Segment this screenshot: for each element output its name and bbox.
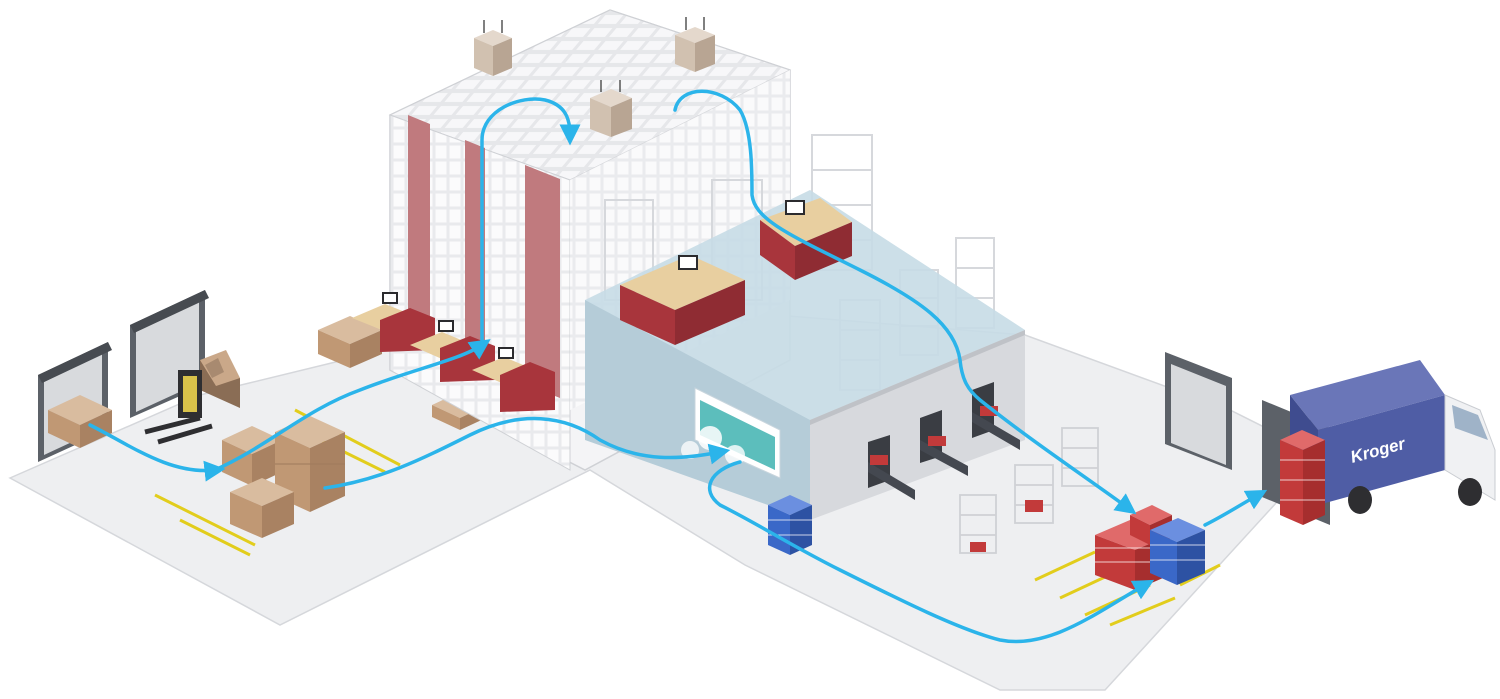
tote-stack-blue-outbound <box>1150 518 1205 585</box>
conveyor <box>920 410 968 476</box>
wire-cart <box>1061 427 1099 487</box>
flow-arrows <box>88 89 1268 644</box>
dispatch-conveyors <box>868 382 1020 500</box>
flow-receive-to-pallets <box>88 423 226 482</box>
tote-stack-blue <box>768 495 812 555</box>
flow-totes-to-truck <box>1203 489 1268 527</box>
tote-stacks <box>768 495 1205 590</box>
grid-support-columns <box>408 115 560 398</box>
grid-robot <box>474 20 512 76</box>
truck-door-totes <box>1280 430 1325 525</box>
wire-cart <box>1014 464 1054 524</box>
inbound-pallets <box>48 316 488 538</box>
forklift <box>144 350 240 445</box>
flow-decant-up-grid <box>480 97 581 347</box>
flow-freezer-to-totes <box>707 460 1155 644</box>
flow-pallets-to-decant <box>213 339 491 472</box>
flow-grid-to-pick <box>673 89 1137 515</box>
pick-station <box>620 255 745 345</box>
dock-door-ship <box>1165 352 1232 470</box>
conveyor <box>868 435 915 500</box>
decant-workstations <box>352 292 555 412</box>
grid-robot <box>675 17 715 72</box>
wire-carts <box>959 427 1099 554</box>
pallet-stack-3 <box>230 478 294 538</box>
pallet-stack-1 <box>222 426 282 486</box>
flow-pallets-to-freezer <box>323 416 731 490</box>
wire-cart <box>959 494 997 554</box>
grid-robots <box>474 17 715 137</box>
grid-robot <box>590 80 632 137</box>
decant-station <box>472 347 555 412</box>
